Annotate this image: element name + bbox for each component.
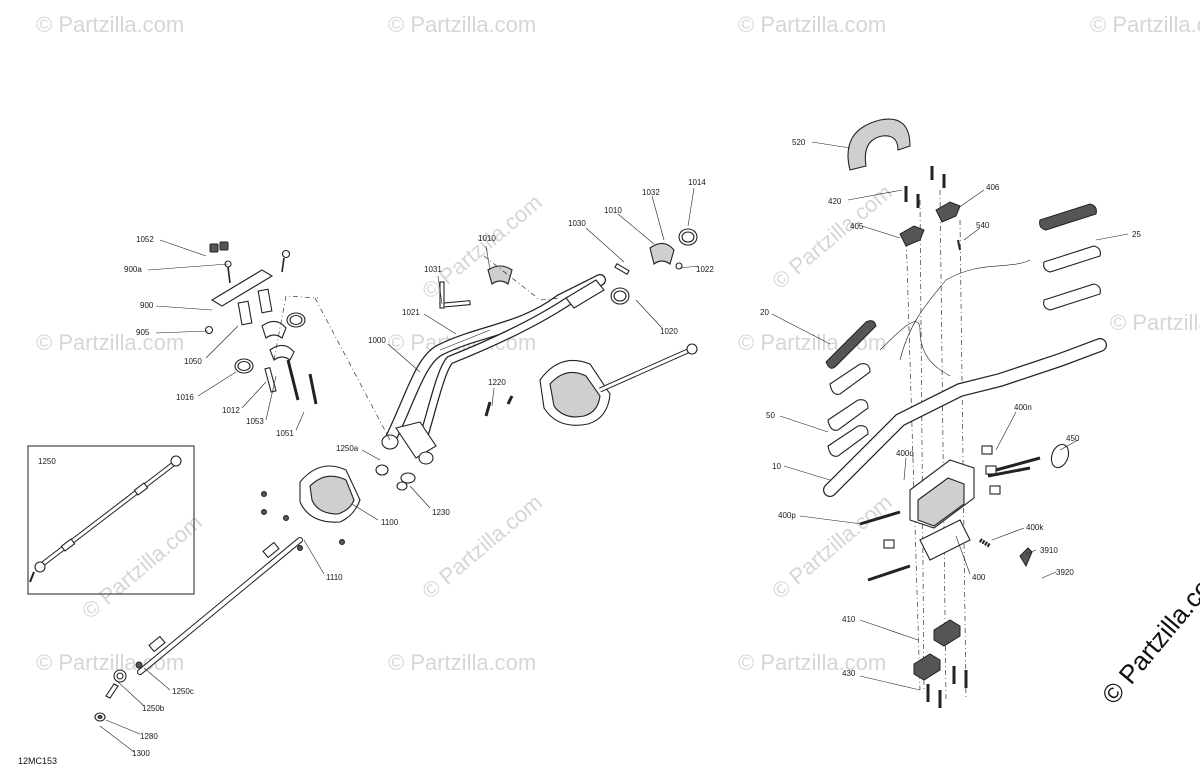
callout-1031: 1031 bbox=[424, 265, 442, 274]
callout-410: 410 bbox=[842, 615, 856, 624]
callout-20: 20 bbox=[760, 308, 769, 317]
inset-box bbox=[27, 445, 195, 595]
watermark-text: © Partzilla.com bbox=[388, 12, 536, 37]
watermark-text: © Partzilla.com bbox=[36, 330, 184, 355]
handlebar-assembly bbox=[823, 118, 1107, 708]
callout-1014: 1014 bbox=[688, 178, 706, 187]
watermark-text: © Partzilla.com bbox=[1110, 310, 1200, 335]
callout-400: 400 bbox=[972, 573, 986, 582]
callout-1220: 1220 bbox=[488, 378, 506, 387]
watermark-text: © Partzilla.com bbox=[77, 509, 207, 623]
steering-column bbox=[381, 228, 698, 465]
callout-1010: 1010 bbox=[478, 234, 496, 243]
callout-430: 430 bbox=[842, 669, 856, 678]
callout-450: 450 bbox=[1066, 434, 1080, 443]
callout-25: 25 bbox=[1132, 230, 1141, 239]
callout-905: 905 bbox=[136, 328, 150, 337]
column-cover bbox=[261, 343, 698, 551]
watermark-text: © Partzilla.com bbox=[767, 489, 897, 603]
callout-1000: 1000 bbox=[368, 336, 386, 345]
watermark-text: © Partzilla.com bbox=[417, 189, 547, 303]
callout-400q: 400q bbox=[896, 449, 914, 458]
callout-420: 420 bbox=[828, 197, 842, 206]
watermark-text: © Partzilla.com bbox=[417, 489, 547, 603]
tie-rod-main bbox=[94, 537, 303, 722]
callout-1051: 1051 bbox=[276, 429, 294, 438]
watermark-text: © Partzilla.com bbox=[36, 12, 184, 37]
watermark-text: © Partzilla.com bbox=[388, 650, 536, 675]
watermark-text: © Partzilla.com bbox=[1090, 12, 1200, 37]
callout-540: 540 bbox=[976, 221, 990, 230]
callout-1012: 1012 bbox=[222, 406, 240, 415]
callout-1021: 1021 bbox=[402, 308, 420, 317]
callout-1016: 1016 bbox=[176, 393, 194, 402]
tie-rod-inset bbox=[29, 455, 182, 583]
callout-1250a: 1250a bbox=[336, 444, 359, 453]
callout-1250c: 1250c bbox=[172, 687, 194, 696]
callout-400p: 400p bbox=[778, 511, 796, 520]
callout-1030: 1030 bbox=[568, 219, 586, 228]
callout-1100: 1100 bbox=[381, 518, 399, 527]
callout-1280: 1280 bbox=[140, 732, 158, 741]
callout-1050: 1050 bbox=[184, 357, 202, 366]
callout-1230: 1230 bbox=[432, 508, 450, 517]
callout-1022: 1022 bbox=[696, 265, 714, 274]
callout-1300: 1300 bbox=[132, 749, 150, 758]
watermark-text: © Partzilla.com bbox=[738, 650, 886, 675]
callout-406: 406 bbox=[986, 183, 1000, 192]
corner-watermark: © Partzilla.com bbox=[1096, 556, 1200, 709]
callout-1250b: 1250b bbox=[142, 704, 165, 713]
diagram-code: 12MC153 bbox=[18, 756, 57, 766]
inset-label: 1250 bbox=[38, 457, 56, 466]
callout-10: 10 bbox=[772, 462, 781, 471]
callout-50: 50 bbox=[766, 411, 775, 420]
callout-1010: 1010 bbox=[604, 206, 622, 215]
callout-1020: 1020 bbox=[660, 327, 678, 336]
callouts: 1052 900a 900 905 1050 1016 1012 1053 10… bbox=[124, 138, 1141, 758]
callout-1032: 1032 bbox=[642, 188, 660, 197]
callout-1053: 1053 bbox=[246, 417, 264, 426]
callout-900a: 900a bbox=[124, 265, 142, 274]
callout-400n: 400n bbox=[1014, 403, 1032, 412]
callout-520: 520 bbox=[792, 138, 806, 147]
bracket-assembly bbox=[204, 241, 318, 405]
alignment-lines bbox=[273, 189, 967, 701]
callout-3910: 3910 bbox=[1040, 546, 1058, 555]
callout-900: 900 bbox=[140, 301, 154, 310]
watermark-layer: © Partzilla.com © Partzilla.com © Partzi… bbox=[36, 12, 1200, 675]
watermark-text: © Partzilla.com bbox=[738, 12, 886, 37]
callout-1110: 1110 bbox=[326, 573, 343, 582]
leader-lines bbox=[99, 141, 1129, 753]
callout-405: 405 bbox=[850, 222, 864, 231]
callout-400k: 400k bbox=[1026, 523, 1044, 532]
callout-3920: 3920 bbox=[1056, 568, 1074, 577]
callout-1052: 1052 bbox=[136, 235, 154, 244]
